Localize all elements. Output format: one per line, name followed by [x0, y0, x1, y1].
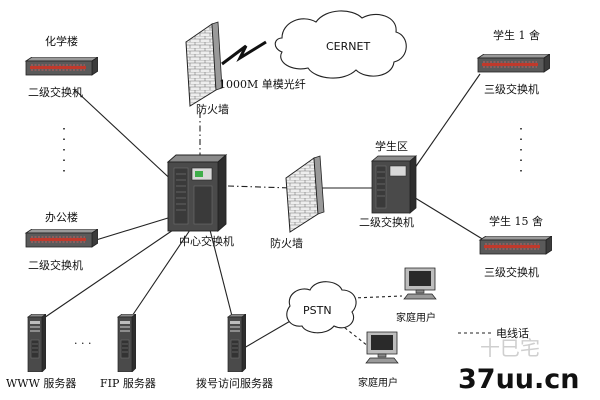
link-core-firewall-mid	[227, 185, 293, 189]
dorm15-label: 学生 15 舍	[489, 214, 543, 228]
www-server-label: WWW 服务器	[6, 377, 76, 390]
connections	[37, 40, 522, 349]
watermark-grey-text: 十巳宅	[480, 336, 540, 360]
fiber-label: 1000M 单模光纤	[219, 77, 306, 91]
cernet-cloud: CERNET	[274, 10, 407, 79]
home-user-2-label: 家庭用户	[358, 376, 398, 389]
chem-bldg-label: 化学楼	[45, 34, 78, 48]
link-dialup-pstn	[243, 319, 293, 349]
firewall-top-label: 防火墙	[196, 102, 229, 116]
core-switch-label: 中心交换机	[179, 234, 234, 248]
link-pstn-home1	[351, 295, 403, 299]
dorm1-switch-label: 三级交换机	[484, 82, 539, 96]
pstn-cloud: PSTN	[286, 281, 357, 334]
office-bldg-label: 办公楼	[45, 210, 78, 224]
link-student-dorm1	[411, 73, 481, 173]
firewall-top: 防火墙	[185, 21, 229, 116]
home-user-2: 家庭用户	[358, 331, 399, 389]
dorm1-switch: 学生 1 舍 三级交换机	[477, 28, 550, 96]
ftp-server-label: FIP 服务器	[100, 377, 156, 390]
link-chem-core	[74, 89, 179, 187]
chem-switch: 化学楼 二级交换机	[25, 34, 98, 99]
dialup-server: 拨号访问服务器	[196, 314, 273, 390]
student-area-label: 学生区	[375, 139, 408, 153]
firewall-mid: 防火墙	[270, 155, 325, 250]
ftp-server: FIP 服务器	[100, 314, 156, 390]
phone-line-label: 电线话	[496, 326, 529, 340]
lightning-bolt-icon	[221, 40, 267, 66]
www-server: WWW 服务器	[6, 314, 76, 390]
servers-ellipsis: . . .	[74, 334, 91, 347]
link-core-www	[37, 227, 177, 323]
home-user-1: 家庭用户	[396, 267, 437, 324]
dorm15-switch: 学生 15 舍 三级交换机	[479, 214, 552, 279]
student-area-switch: 学生区 二级交换机	[359, 139, 418, 229]
home-user-1-label: 家庭用户	[396, 311, 436, 324]
chem-switch-label: 二级交换机	[28, 85, 83, 99]
watermark-text: 37uu.cn	[458, 364, 580, 395]
link-core-dialup	[209, 229, 234, 321]
link-office-core	[95, 217, 169, 241]
core-switch: 中心交换机	[166, 154, 234, 248]
office-switch: 办公楼 二级交换机	[25, 210, 98, 272]
link-student-dorm15	[411, 195, 485, 241]
link-core-ftp	[127, 229, 191, 323]
pstn-label: PSTN	[303, 304, 332, 317]
dialup-server-label: 拨号访问服务器	[196, 376, 273, 390]
dorm15-switch-label: 三级交换机	[484, 265, 539, 279]
office-switch-label: 二级交换机	[28, 258, 83, 272]
cernet-label: CERNET	[326, 40, 370, 53]
dorm1-label: 学生 1 舍	[493, 28, 540, 42]
student-area-switch-label: 二级交换机	[359, 215, 414, 229]
firewall-mid-label: 防火墙	[270, 236, 303, 250]
